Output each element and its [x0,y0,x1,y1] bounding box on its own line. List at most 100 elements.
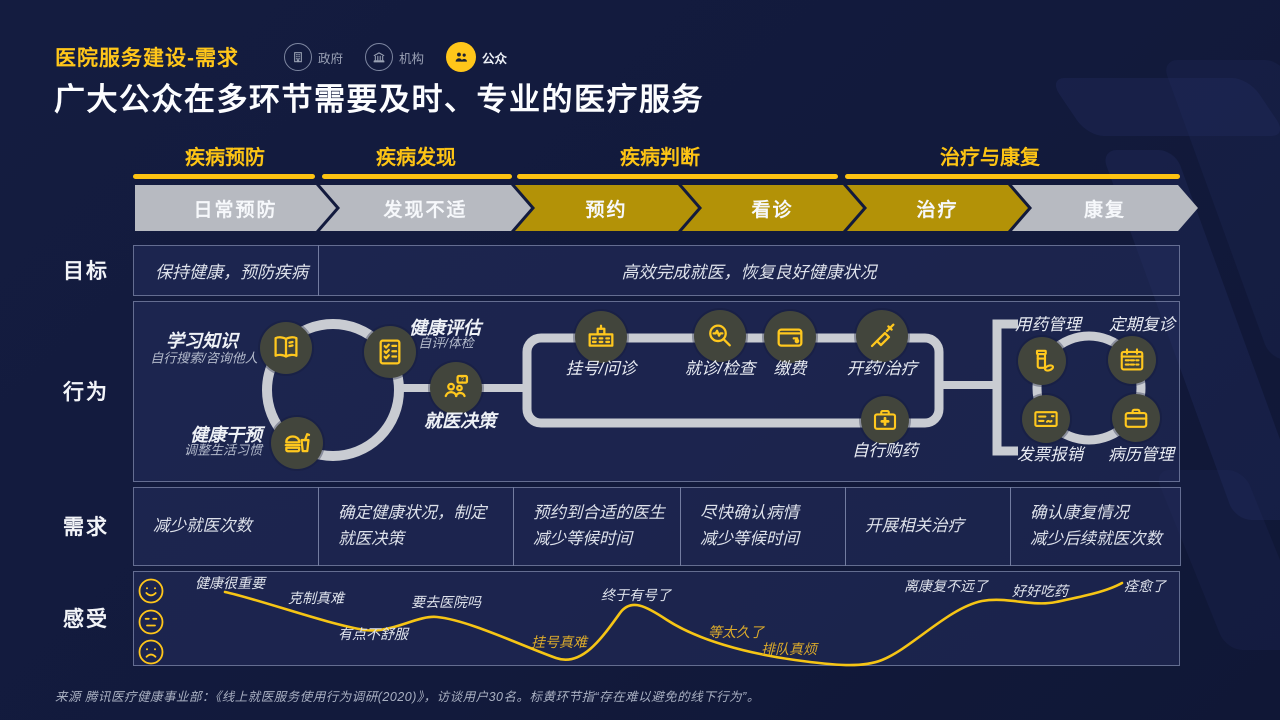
behavior-node-revisit [1108,336,1156,384]
behavior-node-learn [260,322,312,374]
feeling-label-7: 等太久了 [708,624,764,640]
journey-step-日常预防: 日常预防 [135,185,336,231]
behavior-label-pay: 缴费 [773,360,807,378]
stage-underline-3 [517,174,838,179]
row-label-feelings: 感受 [63,608,109,631]
needs-cell-4: 尽快确认病情减少等候时间 [680,487,846,566]
first-aid-kit-icon [870,405,900,435]
syringe-icon [866,320,898,352]
needs-cell-3: 预约到合适的医生减少等候时间 [513,487,681,566]
behavior-sublabel-assess: 自评/体检 [418,335,474,351]
needs-text-2: 确定健康状况，制定就医决策 [338,503,487,548]
behavior-node-decide: ? [430,362,482,414]
behavior-node-intervene [271,417,323,469]
needs-cell-6: 确认康复情况减少后续就医次数 [1010,487,1181,566]
behavior-node-prescribe [856,310,908,362]
journey-step-看诊: 看诊 [682,185,863,231]
feeling-label-11: 痊愈了 [1124,578,1166,594]
feeling-label-2: 克制真难 [288,590,344,606]
journey-step-发现不适: 发现不适 [320,185,531,231]
behavior-label-intervene: 健康干预 [190,425,262,445]
row-label-needs: 需求 [63,516,109,539]
needs-cell-5: 开展相关治疗 [845,487,1011,566]
goal-cell-prevention: 保持健康，预防疾病 [133,245,319,296]
legend-item-机构: 机构 [365,43,424,71]
book-icon [270,332,302,364]
hospital-icon [585,321,617,353]
legend-label: 机构 [399,51,425,66]
source-note: 来源 腾讯医疗健康事业部：《线上就医服务使用行为调研(2020)》，访谈用户30… [55,690,760,704]
behavior-label-exam: 就诊/检查 [684,360,756,378]
behavior-label-assess: 健康评估 [409,318,481,338]
behavior-label-decide: 就医决策 [424,411,496,431]
behavior-label-learn: 学习知识 [166,331,238,351]
svg-text:?: ? [461,376,465,383]
goal-cell-treatment: 高效完成就医，恢复良好健康状况 [318,245,1180,296]
journey-step-治疗: 治疗 [847,185,1028,231]
stage-underline-1 [133,174,315,179]
feeling-label-1: 健康很重要 [195,575,265,591]
behavior-label-prescribe: 开药/治疗 [846,360,918,378]
needs-cell-2: 确定健康状况，制定就医决策 [318,487,514,566]
behavior-node-pay [764,311,816,363]
behavior-label-medmgmt: 用药管理 [1015,316,1081,334]
page-title: 广大公众在多环节需要及时、专业的医疗服务 [54,82,704,117]
slide-kicker: 医院服务建设-需求 [55,47,239,70]
stage-underline-2 [322,174,512,179]
government-building-icon [284,43,312,71]
wallet-icon [774,321,806,353]
sad-face-icon [137,638,165,666]
needs-cell-1: 减少就医次数 [133,487,319,566]
briefcase-icon [1121,403,1151,433]
stage-underline-4 [845,174,1180,179]
legend-label: 政府 [318,51,344,66]
feeling-label-3: 有点不舒服 [338,626,408,642]
checklist-icon [374,336,406,368]
needs-text-6: 确认康复情况减少后续就医次数 [1030,503,1162,548]
institution-icon [365,43,394,71]
stage-label-4: 治疗与康复 [940,147,1040,169]
decision-icon: ? [440,372,472,404]
behavior-node-register [575,311,627,363]
behavior-label-records: 病历管理 [1108,446,1174,464]
journey-step-康复: 康复 [1012,185,1198,231]
legend-item-政府: 政府 [284,43,343,71]
feeling-label-6: 终于有号了 [601,587,671,603]
invoice-icon [1031,404,1061,434]
behavior-node-selfbuy [861,396,909,444]
audience-legend: 政府 机构 公众 [284,42,507,72]
legend-item-公众: 公众 [446,42,507,72]
row-label-behavior: 行为 [63,381,109,404]
happy-face-icon [137,577,165,605]
behavior-sublabel-intervene: 调整生活习惯 [183,442,263,458]
stage-label-3: 疾病判断 [620,147,700,169]
behavior-node-exam [694,310,746,362]
needs-text-1: 减少就医次数 [153,516,252,535]
behavior-node-assess [364,326,416,378]
journey-step-预约: 预约 [515,185,698,231]
row-label-goal: 目标 [63,260,109,283]
legend-label: 公众 [482,51,508,66]
feeling-label-4: 要去医院吗 [411,594,481,610]
food-icon [281,427,313,459]
behavior-node-invoice [1022,395,1070,443]
magnifier-pulse-icon [704,320,736,352]
feeling-label-9: 离康复不远了 [904,578,988,594]
needs-text-5: 开展相关治疗 [865,516,964,535]
neutral-face-icon [137,608,165,636]
stage-label-2: 疾病发现 [376,147,456,169]
behavior-label-revisit: 定期复诊 [1109,316,1175,334]
stage-label-1: 疾病预防 [185,147,265,169]
needs-text-3: 预约到合适的医生减少等候时间 [533,503,665,548]
feeling-label-5: 挂号真难 [531,634,587,650]
behavior-node-medmgmt [1018,337,1066,385]
behavior-label-register: 挂号/问诊 [565,360,637,378]
behavior-label-invoice: 发票报销 [1017,446,1083,464]
feeling-label-10: 好好吃药 [1012,583,1068,599]
behavior-sublabel-learn: 自行搜索/咨询他人 [150,350,258,366]
pill-bottle-icon [1027,346,1057,376]
calendar-icon [1117,345,1147,375]
behavior-node-records [1112,394,1160,442]
needs-text-4: 尽快确认病情减少等候时间 [700,503,799,548]
